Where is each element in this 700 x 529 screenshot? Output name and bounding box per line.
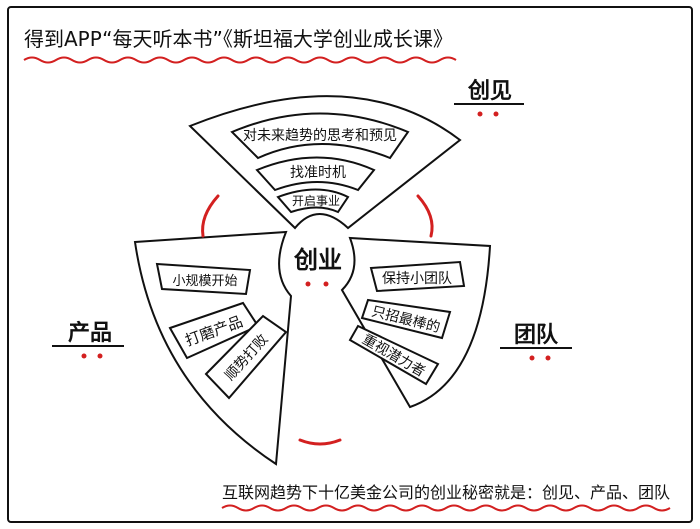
left-fan: 小规模开始 打磨产品 顺势打败 [133,230,293,466]
left-title-dot [81,353,87,359]
center-dot [323,281,329,287]
page-frame [7,6,693,523]
right-item-1: 保持小团队 [382,271,452,287]
right-title-dot [529,355,535,361]
top-item-1-box [230,112,410,160]
right-item-2-box [360,298,452,340]
top-title-dot [477,111,483,117]
red-arc-right [416,194,434,238]
top-title-dot [493,111,499,117]
left-item-3-box [204,314,288,400]
right-fan: 保持小团队 只招最棒的 重视潜力者 [340,236,492,409]
footer-text: 互联网趋势下十亿美金公司的创业秘密就是：创见、产品、团队 [222,483,670,502]
top-fan: 对未来趋势的思考和预见 找准时机 开启事业 [188,95,462,230]
right-item-1-box [369,260,466,293]
footer-underline [221,504,671,512]
red-arc-left [201,194,220,238]
top-item-2-box [255,156,376,192]
center-dot [305,281,311,287]
right-item-3-box [348,324,440,386]
top-item-2: 找准时机 [290,165,346,181]
header-title: 得到APP“每天听本书”《斯坦福大学创业成长课》 [24,27,453,51]
right-section-title: 团队 [514,323,559,348]
top-section-title: 创见 [467,79,512,104]
left-title-dot [97,353,103,359]
left-item-1: 小规模开始 [172,274,237,289]
center-label: 创业 [293,246,342,274]
right-title-dot [545,355,551,361]
top-item-3-box [276,188,350,214]
top-item-1: 对未来趋势的思考和预见 [243,128,397,144]
top-item-3: 开启事业 [292,194,340,208]
red-arc-bottom [298,438,342,446]
left-item-1-box [155,262,252,296]
header-underline [23,56,457,64]
left-section-title: 产品 [68,321,112,346]
